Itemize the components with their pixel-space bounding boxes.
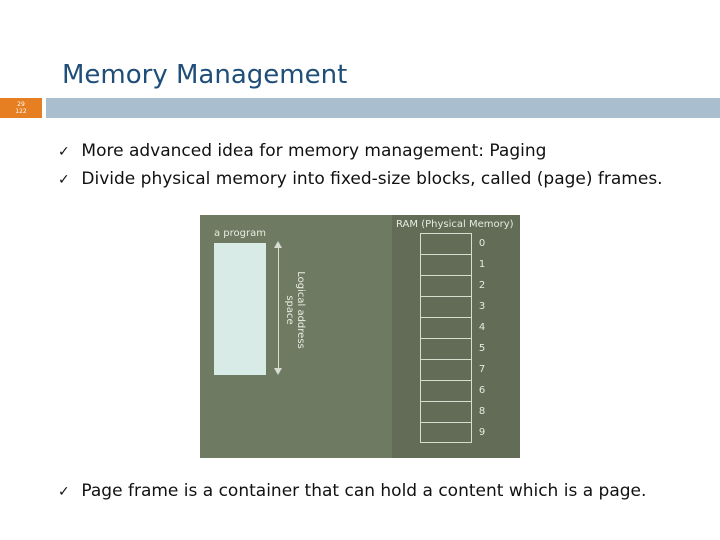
frame-number: 3 (472, 296, 492, 317)
frame-number: 5 (472, 338, 492, 359)
frame (420, 401, 472, 422)
bullet-text: More advanced idea for memory management… (81, 141, 546, 161)
frame (420, 380, 472, 401)
frame-number: 8 (472, 401, 492, 422)
bullet-item: ✓ Divide physical memory into fixed-size… (58, 165, 663, 193)
frame (420, 275, 472, 296)
bullet-text: Page frame is a container that can hold … (81, 481, 646, 501)
slide-total: 122 (0, 108, 42, 115)
paging-figure: a program Logical address space RAM (Phy… (200, 215, 520, 458)
bottom-bullet: ✓ Page frame is a container that can hol… (58, 481, 646, 501)
slide-number-badge: 29 122 (0, 98, 42, 118)
frame-number: 1 (472, 254, 492, 275)
frame-number: 9 (472, 422, 492, 443)
frame (420, 359, 472, 380)
bullet-item: ✓ More advanced idea for memory manageme… (58, 137, 663, 165)
program-box (214, 243, 266, 375)
frame (420, 338, 472, 359)
frame (420, 422, 472, 443)
ram-label: RAM (Physical Memory) (396, 219, 514, 230)
frame-column (420, 233, 472, 443)
frame (420, 296, 472, 317)
frame-number: 0 (472, 233, 492, 254)
title-rule (46, 98, 720, 118)
check-icon: ✓ (58, 166, 76, 194)
program-label: a program (214, 228, 266, 239)
frame-number: 6 (472, 380, 492, 401)
arrow-down-icon (274, 368, 282, 375)
frame-number: 2 (472, 275, 492, 296)
frame-number: 7 (472, 359, 492, 380)
frame-number: 4 (472, 317, 492, 338)
frame (420, 233, 472, 254)
arrow-line (278, 245, 279, 371)
check-icon: ✓ (58, 484, 76, 500)
slide-number: 29 (0, 101, 42, 108)
frame (420, 317, 472, 338)
logical-address-label: Logical address space (284, 255, 306, 365)
frame-number-column: 0 1 2 3 4 5 7 6 8 9 (472, 233, 492, 443)
bullet-text: Divide physical memory into fixed-size b… (81, 169, 662, 189)
check-icon: ✓ (58, 138, 76, 166)
slide-title: Memory Management (62, 60, 347, 90)
frame (420, 254, 472, 275)
bullet-list: ✓ More advanced idea for memory manageme… (58, 137, 663, 193)
